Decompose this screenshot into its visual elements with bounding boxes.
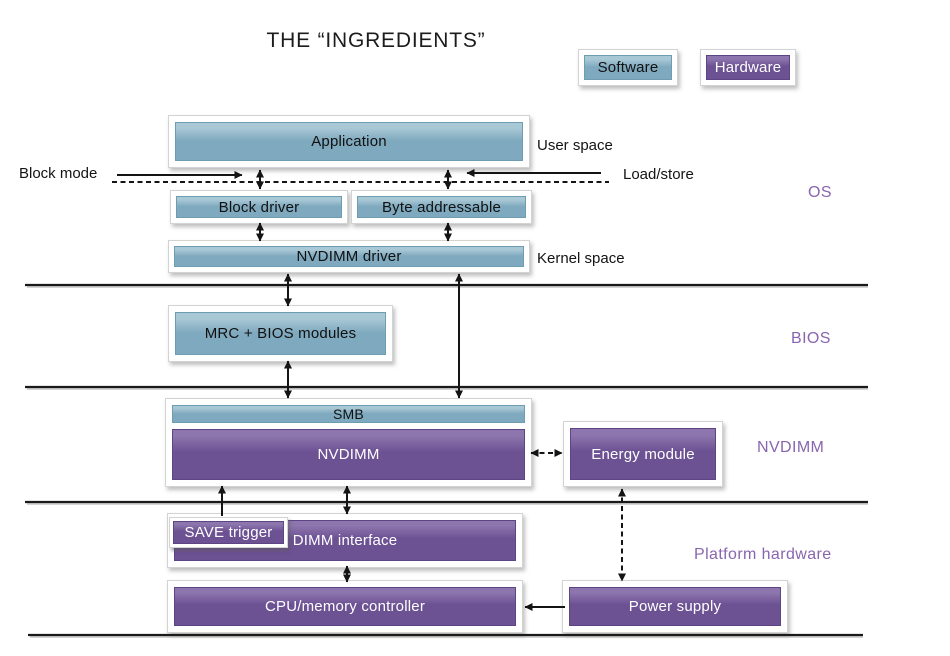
nvdimm-label: NVDIMM [317, 446, 380, 463]
nvdimm-driver-box-fill: NVDIMM driver [174, 246, 524, 267]
cpu-memory-controller-box-fill: CPU/memory controller [174, 587, 516, 626]
smb-nvdimm-group-box: SMB NVDIMM [165, 398, 532, 487]
application-box: Application [168, 115, 530, 168]
kernel-space-label: Kernel space [537, 250, 625, 267]
save-trigger-box: SAVE trigger [169, 517, 288, 548]
energy-module-label: Energy module [591, 445, 695, 463]
application-label: Application [311, 133, 387, 150]
legend-software-fill: Software [584, 55, 672, 80]
block-driver-box: Block driver [170, 190, 348, 224]
legend-software-swatch: Software [578, 49, 678, 86]
block-driver-label: Block driver [218, 198, 300, 216]
user-space-label: User space [537, 137, 613, 154]
cpu-memory-controller-label: CPU/memory controller [264, 598, 426, 615]
section-label-bios: BIOS [791, 330, 831, 347]
section-label-nvdimm: NVDIMM [757, 439, 825, 456]
nvdimm-box: NVDIMM [172, 429, 525, 480]
smb-bar: SMB [172, 405, 525, 423]
power-supply-box-fill: Power supply [569, 587, 781, 626]
dimm-interface-label: DIMM interface [292, 532, 398, 549]
legend-hardware-swatch: Hardware [700, 49, 796, 86]
page-title: THE “INGREDIENTS” [266, 29, 486, 52]
nvdimm-driver-box: NVDIMM driver [168, 240, 530, 273]
energy-module-box: Energy module [563, 421, 723, 487]
block-driver-box-fill: Block driver [176, 196, 342, 218]
byte-addressable-box-fill: Byte addressable [357, 196, 526, 218]
byte-addressable-label: Byte addressable [381, 198, 502, 216]
power-supply-label: Power supply [628, 598, 722, 615]
application-box-fill: Application [175, 122, 523, 161]
byte-addressable-box: Byte addressable [351, 190, 532, 224]
legend-hardware-fill: Hardware [706, 55, 790, 80]
energy-module-box-fill: Energy module [570, 428, 716, 480]
legend-software-label: Software [597, 59, 659, 76]
mrc-bios-box: MRC + BIOS modules [168, 305, 393, 362]
section-label-os: OS [808, 184, 832, 201]
mrc-bios-label: MRC + BIOS modules [204, 325, 357, 342]
block-mode-label: Block mode [19, 165, 98, 182]
legend-hardware-label: Hardware [714, 59, 782, 76]
save-trigger-label: SAVE trigger [184, 524, 273, 541]
save-trigger-box-fill: SAVE trigger [173, 521, 284, 544]
power-supply-box: Power supply [562, 580, 788, 633]
cpu-memory-controller-box: CPU/memory controller [167, 580, 523, 633]
smb-label: SMB [333, 406, 364, 422]
nvdimm-driver-label: NVDIMM driver [296, 248, 402, 265]
section-label-platform-hardware: Platform hardware [694, 546, 832, 563]
load-store-label: Load/store [623, 166, 694, 183]
mrc-bios-box-fill: MRC + BIOS modules [175, 312, 386, 355]
